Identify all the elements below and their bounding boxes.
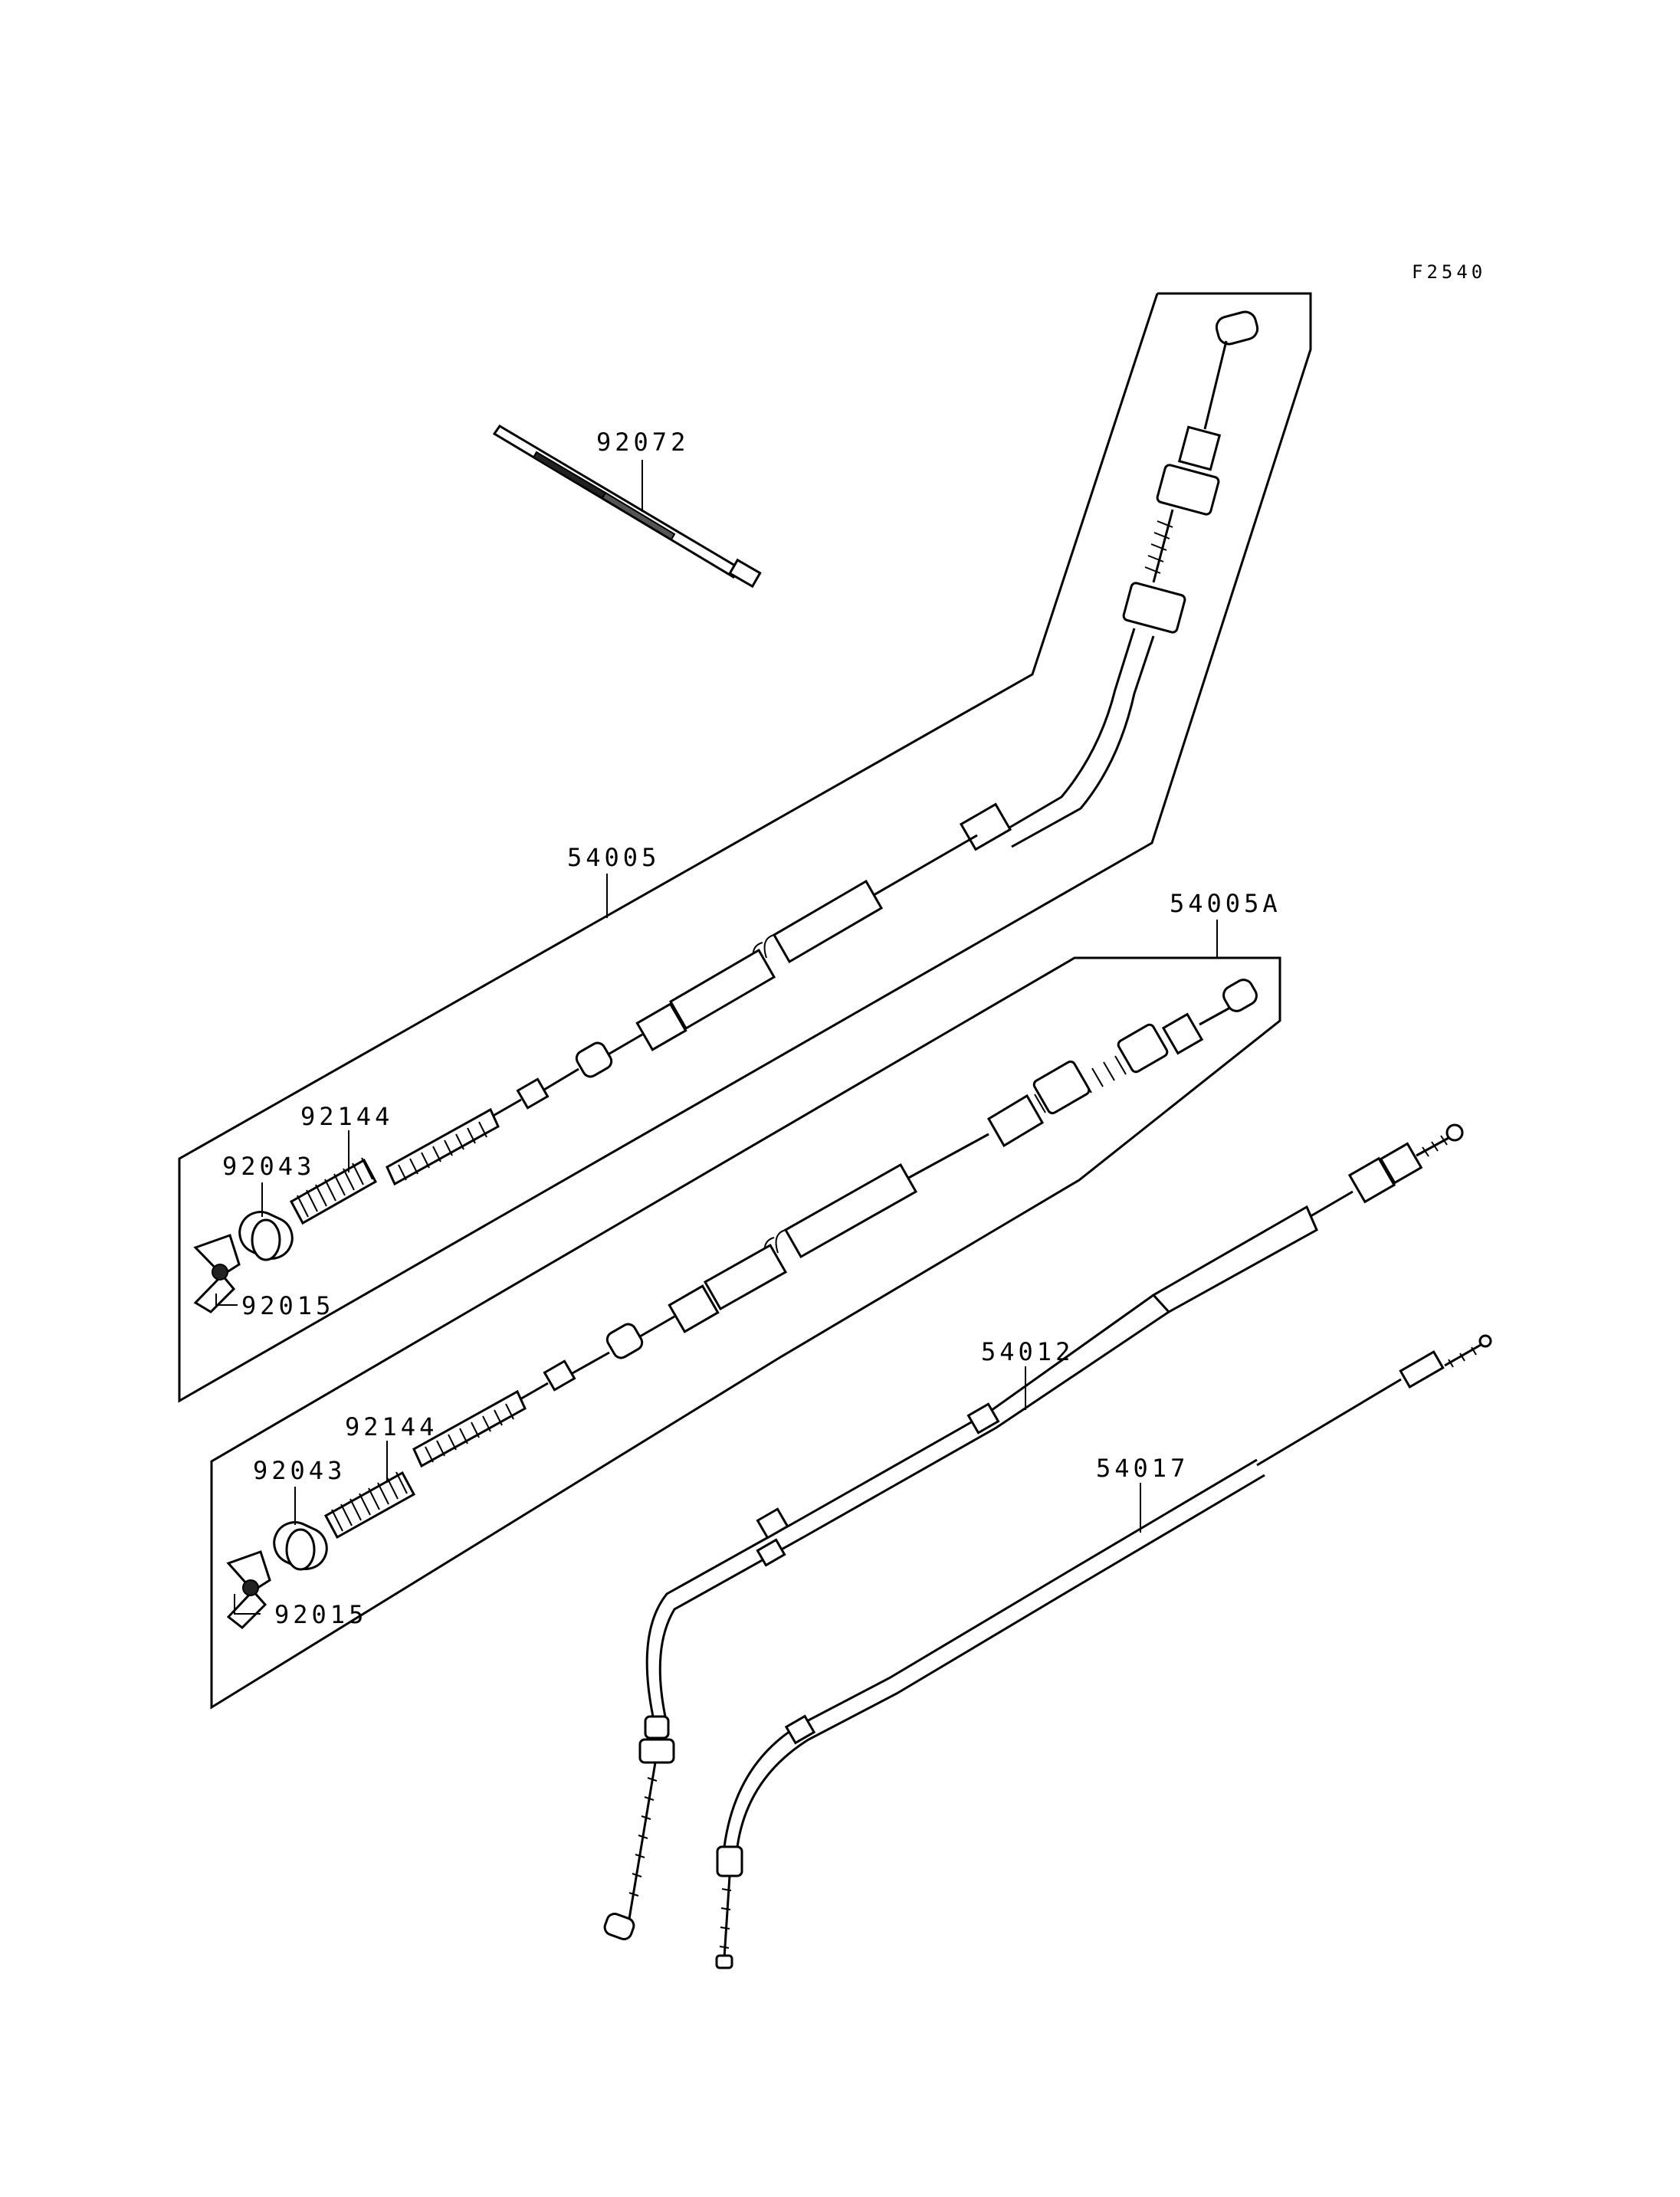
callout-92072: 92072: [596, 428, 689, 457]
callout-54017: 54017: [1096, 1454, 1189, 1483]
cable-54005A-group: 54005A 92144 92043: [210, 889, 1281, 1710]
figure-code: F2540: [1412, 261, 1486, 283]
cable-54012: 54012: [603, 1123, 1464, 1940]
callout-54005: 54005: [567, 843, 660, 872]
cable-54005-group: 54005 92144 92043: [178, 292, 1312, 1403]
callout-92144-a: 92144: [300, 1102, 393, 1131]
callout-92043-b: 92043: [253, 1456, 346, 1485]
callout-92015-a: 92015: [241, 1291, 334, 1320]
callout-92015-b: 92015: [274, 1600, 367, 1629]
callout-92043-a: 92043: [222, 1152, 315, 1181]
callout-54005A: 54005A: [1170, 889, 1281, 918]
cable-tie-92072: 92072: [492, 425, 762, 589]
cable-54017: 54017: [715, 1334, 1492, 1969]
callout-54012: 54012: [981, 1337, 1074, 1366]
callout-92144-b: 92144: [345, 1412, 438, 1441]
